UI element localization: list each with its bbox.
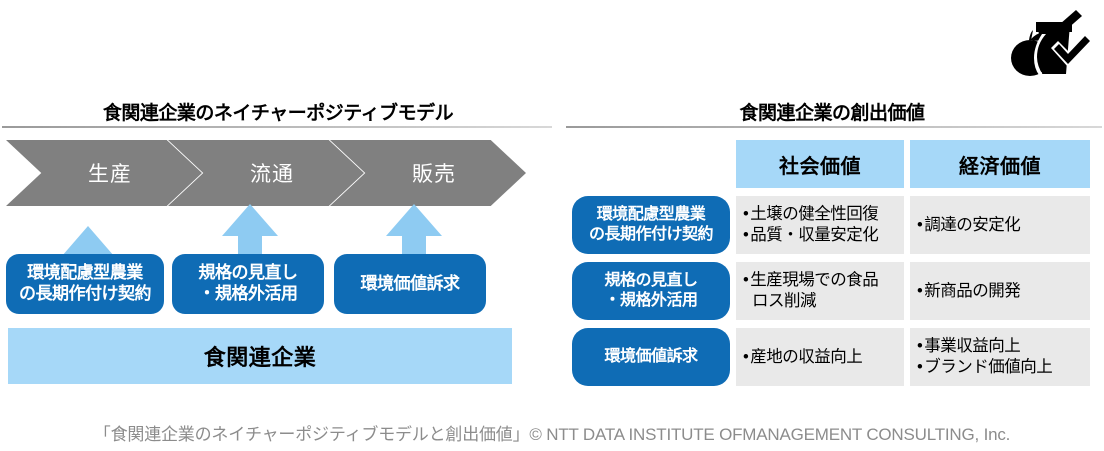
cell-bullet: 調達の安定化 (917, 215, 1083, 236)
action-pill-line1: 環境配慮型農業 (27, 263, 143, 283)
cell-bullet: 土壌の健全性回復 (743, 204, 897, 225)
row-label-line1: 環境価値訴求 (604, 348, 698, 366)
chevron-label: 生産 (88, 163, 132, 186)
table-cell-social-1: 生産現場での食品 ロス削減 (736, 262, 904, 320)
cell-bullet: 品質・収量安定化 (743, 225, 897, 246)
table-cell-economic-1: 新商品の開発 (910, 262, 1090, 320)
action-pill-line1: 規格の見直し (198, 263, 299, 283)
table-row-label-environmental-value[interactable]: 環境価値訴求 (572, 328, 730, 386)
table-cell-economic-0: 調達の安定化 (910, 196, 1090, 254)
food-nutrition-check-icon (1011, 10, 1094, 76)
left-section-title: 食関連企業のネイチャーポジティブモデル (102, 103, 454, 124)
action-pill-line2: ・規格外活用 (198, 284, 299, 303)
chevron-label: 販売 (412, 163, 456, 186)
table-row-label-long-term-contract[interactable]: 環境配慮型農業 の長期作付け契約 (572, 196, 730, 254)
cell-bullet: ブランド価値向上 (917, 357, 1083, 378)
row-label-line2: ・規格外活用 (604, 292, 698, 309)
action-pill-standards-review[interactable]: 規格の見直し ・規格外活用 (172, 254, 324, 314)
row-label-line1: 環境配慮型農業 (596, 206, 706, 224)
right-title-divider (566, 126, 1102, 128)
table-cell-social-0: 土壌の健全性回復 品質・収量安定化 (736, 196, 904, 254)
right-section-title: 食関連企業の創出価値 (739, 103, 925, 124)
table-row-label-standards-review[interactable]: 規格の見直し ・規格外活用 (572, 262, 730, 320)
action-pill-line2: の長期作付け契約 (19, 284, 152, 303)
company-base-bar: 食関連企業 (8, 328, 512, 384)
cell-bullet-continued: ロス削減 (752, 292, 817, 310)
chevron-label: 流通 (250, 163, 294, 186)
company-base-bar-label: 食関連企業 (203, 345, 317, 370)
left-title-divider (2, 126, 552, 128)
chevron-step-production[interactable]: 生産 (6, 140, 202, 206)
row-label-line1: 規格の見直し (604, 272, 698, 290)
table-header-social-value: 社会価値 (736, 140, 904, 188)
table-header-economic-value: 経済価値 (910, 140, 1090, 188)
cell-bullet: 事業収益向上 (917, 336, 1083, 357)
table-cell-social-2: 産地の収益向上 (736, 328, 904, 386)
cell-bullet: 生産現場での食品 (743, 270, 897, 291)
cell-bullet: 産地の収益向上 (743, 347, 897, 368)
action-pill-long-term-contract[interactable]: 環境配慮型農業 の長期作付け契約 (6, 254, 164, 314)
action-pill-line1: 環境価値訴求 (360, 273, 461, 293)
copyright-caption: 「食関連企業のネイチャーポジティブモデルと創出価値」© NTT DATA INS… (93, 425, 1011, 444)
action-pill-environmental-value[interactable]: 環境価値訴求 (334, 254, 486, 314)
cell-bullet: 新商品の開発 (917, 281, 1083, 302)
table-cell-economic-2: 事業収益向上 ブランド価値向上 (910, 328, 1090, 386)
row-label-line2: の長期作付け契約 (588, 226, 714, 243)
